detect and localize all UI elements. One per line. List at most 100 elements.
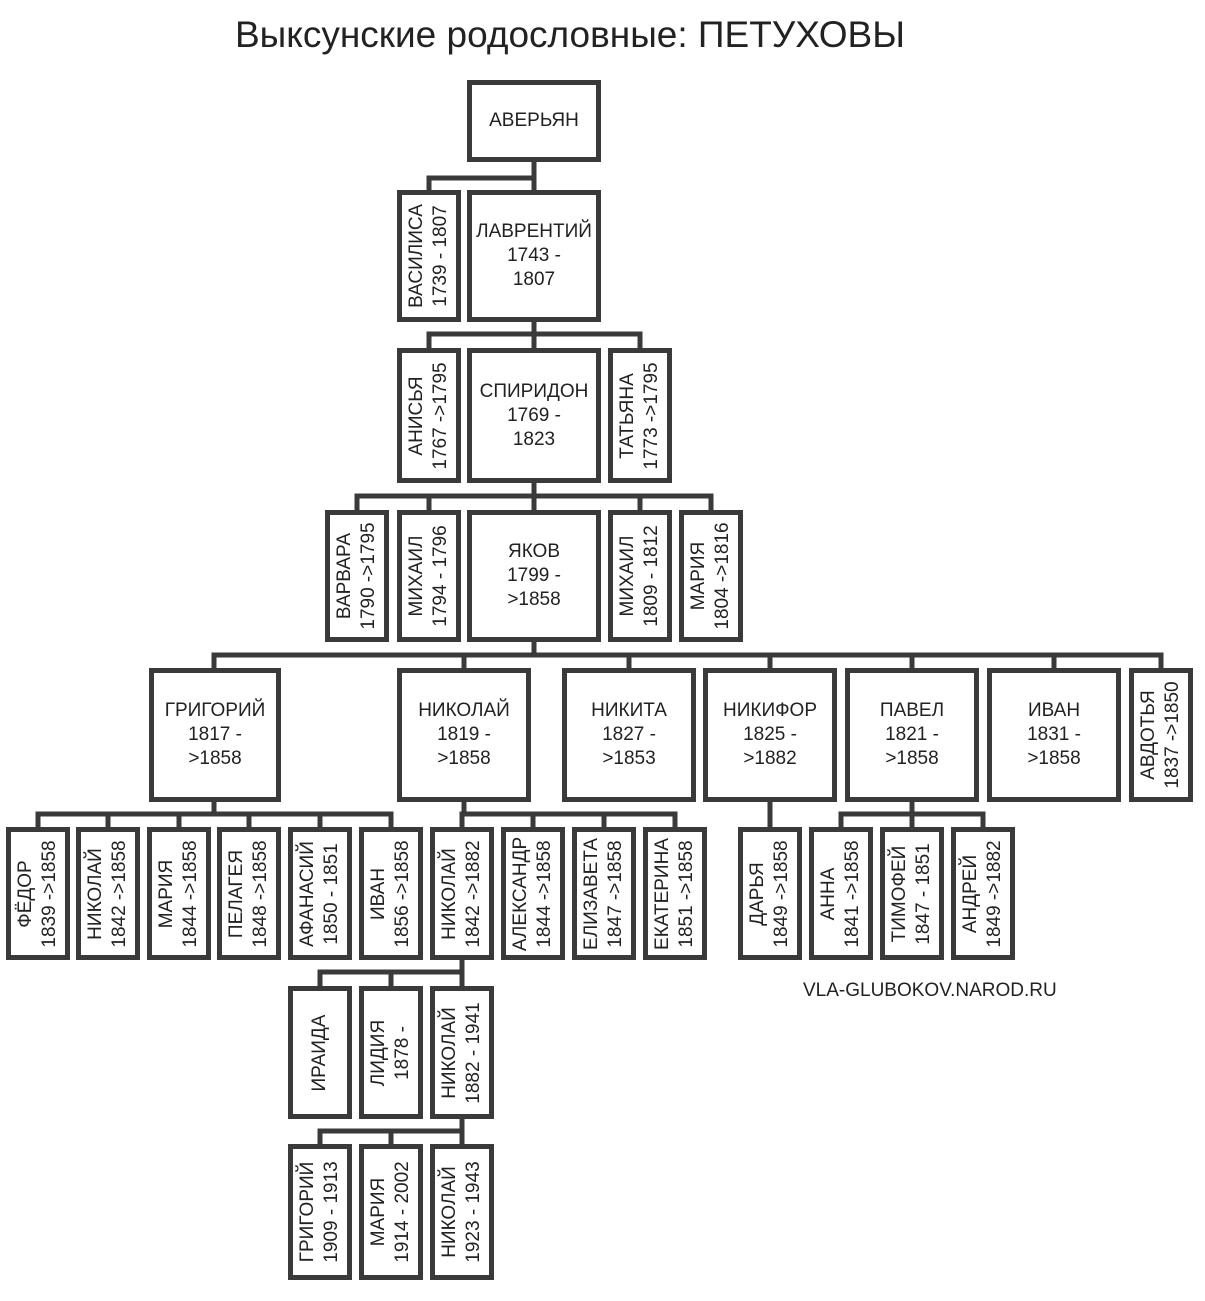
diagram-title: Выксунские родословные: ПЕТУХОВЫ [235, 14, 905, 55]
person-dates-start: 1827 - [602, 724, 656, 745]
person-name: НИКОЛАЙ [85, 847, 106, 940]
person-dates: 1909 - 1913 [321, 1161, 342, 1263]
person-dates: 1842 ->1882 [463, 839, 484, 948]
person-name: МИХАИЛ [617, 535, 638, 617]
person-dates: 1848 ->1858 [250, 839, 271, 948]
person-name: НИКОЛАЙ [439, 1006, 460, 1099]
person-dates-start: 1825 - [743, 724, 797, 745]
person-name: НИКОЛАЙ [439, 847, 460, 940]
person-name: ВАСИЛИСА [406, 204, 427, 308]
person-dates-end: >1858 [437, 748, 491, 769]
person-name: НИКОЛАЙ [439, 1166, 460, 1258]
website-label: VLA-GLUBOKOV.NAROD.RU [803, 980, 1057, 1001]
person-averyan: АВЕРЬЯН [467, 80, 601, 162]
person-dates: 1849 ->1858 [771, 839, 792, 948]
person-name: ДАРЬЯ [747, 861, 768, 926]
person-dates: 1844 ->1858 [180, 839, 201, 948]
person-name: НИКОЛАЙ [418, 700, 510, 721]
person-dates: 1882 - 1941 [463, 1001, 484, 1104]
person-dates: 1914 - 2002 [392, 1161, 413, 1263]
person-dates: 1773 ->1795 [641, 361, 662, 470]
person-name: ГРИГОРИЙ [164, 700, 266, 721]
person-name: АНДРЕЙ [960, 854, 981, 933]
person-name: ФЁДОР [15, 859, 36, 928]
person-name: СПИРИДОН [479, 380, 589, 402]
person-name: ТИМОФЕЙ [889, 845, 910, 942]
person-dates: 1839 ->1858 [39, 839, 60, 948]
person-iraida: ИРАИДА [288, 986, 352, 1119]
person-lavrentiy: ЛАВРЕНТИЙ 1743 - 1807 [467, 190, 601, 322]
person-name: МИХАИЛ [406, 535, 427, 617]
person-dates: 1844 ->1858 [534, 839, 555, 948]
person-name: ИВАН [1027, 700, 1081, 721]
person-spiridon: СПИРИДОН 1769 - 1823 [467, 348, 601, 483]
person-name: МАРИЯ [368, 1177, 389, 1247]
person-name: ПЕЛАГЕЯ [226, 849, 247, 938]
person-dates-start: 1831 - [1027, 724, 1081, 745]
person-dates-start: 1743 - [507, 245, 561, 266]
person-name: АВЕРЬЯН [489, 110, 579, 131]
person-name: МАРИЯ [688, 541, 709, 611]
person-dates: 1804 ->1816 [712, 522, 733, 630]
person-dates-end: >1882 [743, 748, 797, 769]
person-name: НИКИФОР [723, 700, 817, 721]
person-name: ПАВЕЛ [879, 700, 945, 721]
person-dates: 1809 - 1812 [641, 525, 662, 627]
person-dates-start: 1821 - [885, 724, 939, 745]
person-ivan-1831: ИВАН 1831 - >1858 [987, 668, 1121, 802]
person-dates: 1739 - 1807 [430, 205, 451, 307]
person-dates-start: 1769 - [507, 404, 561, 426]
person-dates-end: 1807 [512, 269, 556, 290]
person-dates: 1842 ->1858 [109, 839, 130, 948]
person-dates-end: >1858 [507, 589, 561, 610]
person-dates: 1878 - [392, 1025, 413, 1080]
person-dates: 1841 ->1858 [842, 839, 863, 948]
person-dates-end: >1853 [602, 748, 656, 769]
person-name: ЛИДИЯ [368, 1019, 389, 1086]
person-name: ЛАВРЕНТИЙ [476, 221, 592, 242]
person-dates-end: 1823 [512, 428, 556, 450]
person-name: НИКИТА [591, 700, 667, 721]
person-pavel: ПАВЕЛ 1821 - >1858 [845, 668, 979, 802]
person-dates-start: 1819 - [437, 724, 491, 745]
person-dates-end: >1858 [1027, 748, 1081, 769]
person-dates: 1847 ->1858 [605, 839, 626, 948]
person-name: АФАНАСИЙ [297, 840, 318, 947]
person-grigoriy-1817: ГРИГОРИЙ 1817 - >1858 [149, 668, 281, 802]
person-dates: 1767 ->1795 [430, 361, 451, 470]
person-name: ВАРВАРА [334, 532, 355, 620]
person-dates: 1923 - 1943 [463, 1161, 484, 1263]
person-dates: 1851 ->1858 [676, 839, 697, 948]
person-name: АВДОТЬЯ [1138, 690, 1159, 780]
person-dates-start: 1799 - [507, 565, 561, 586]
person-name: ИВАН [368, 867, 389, 920]
person-name: ГРИГОРИЙ [297, 1161, 318, 1263]
person-name: АЛЕКСАНДР [510, 836, 531, 951]
